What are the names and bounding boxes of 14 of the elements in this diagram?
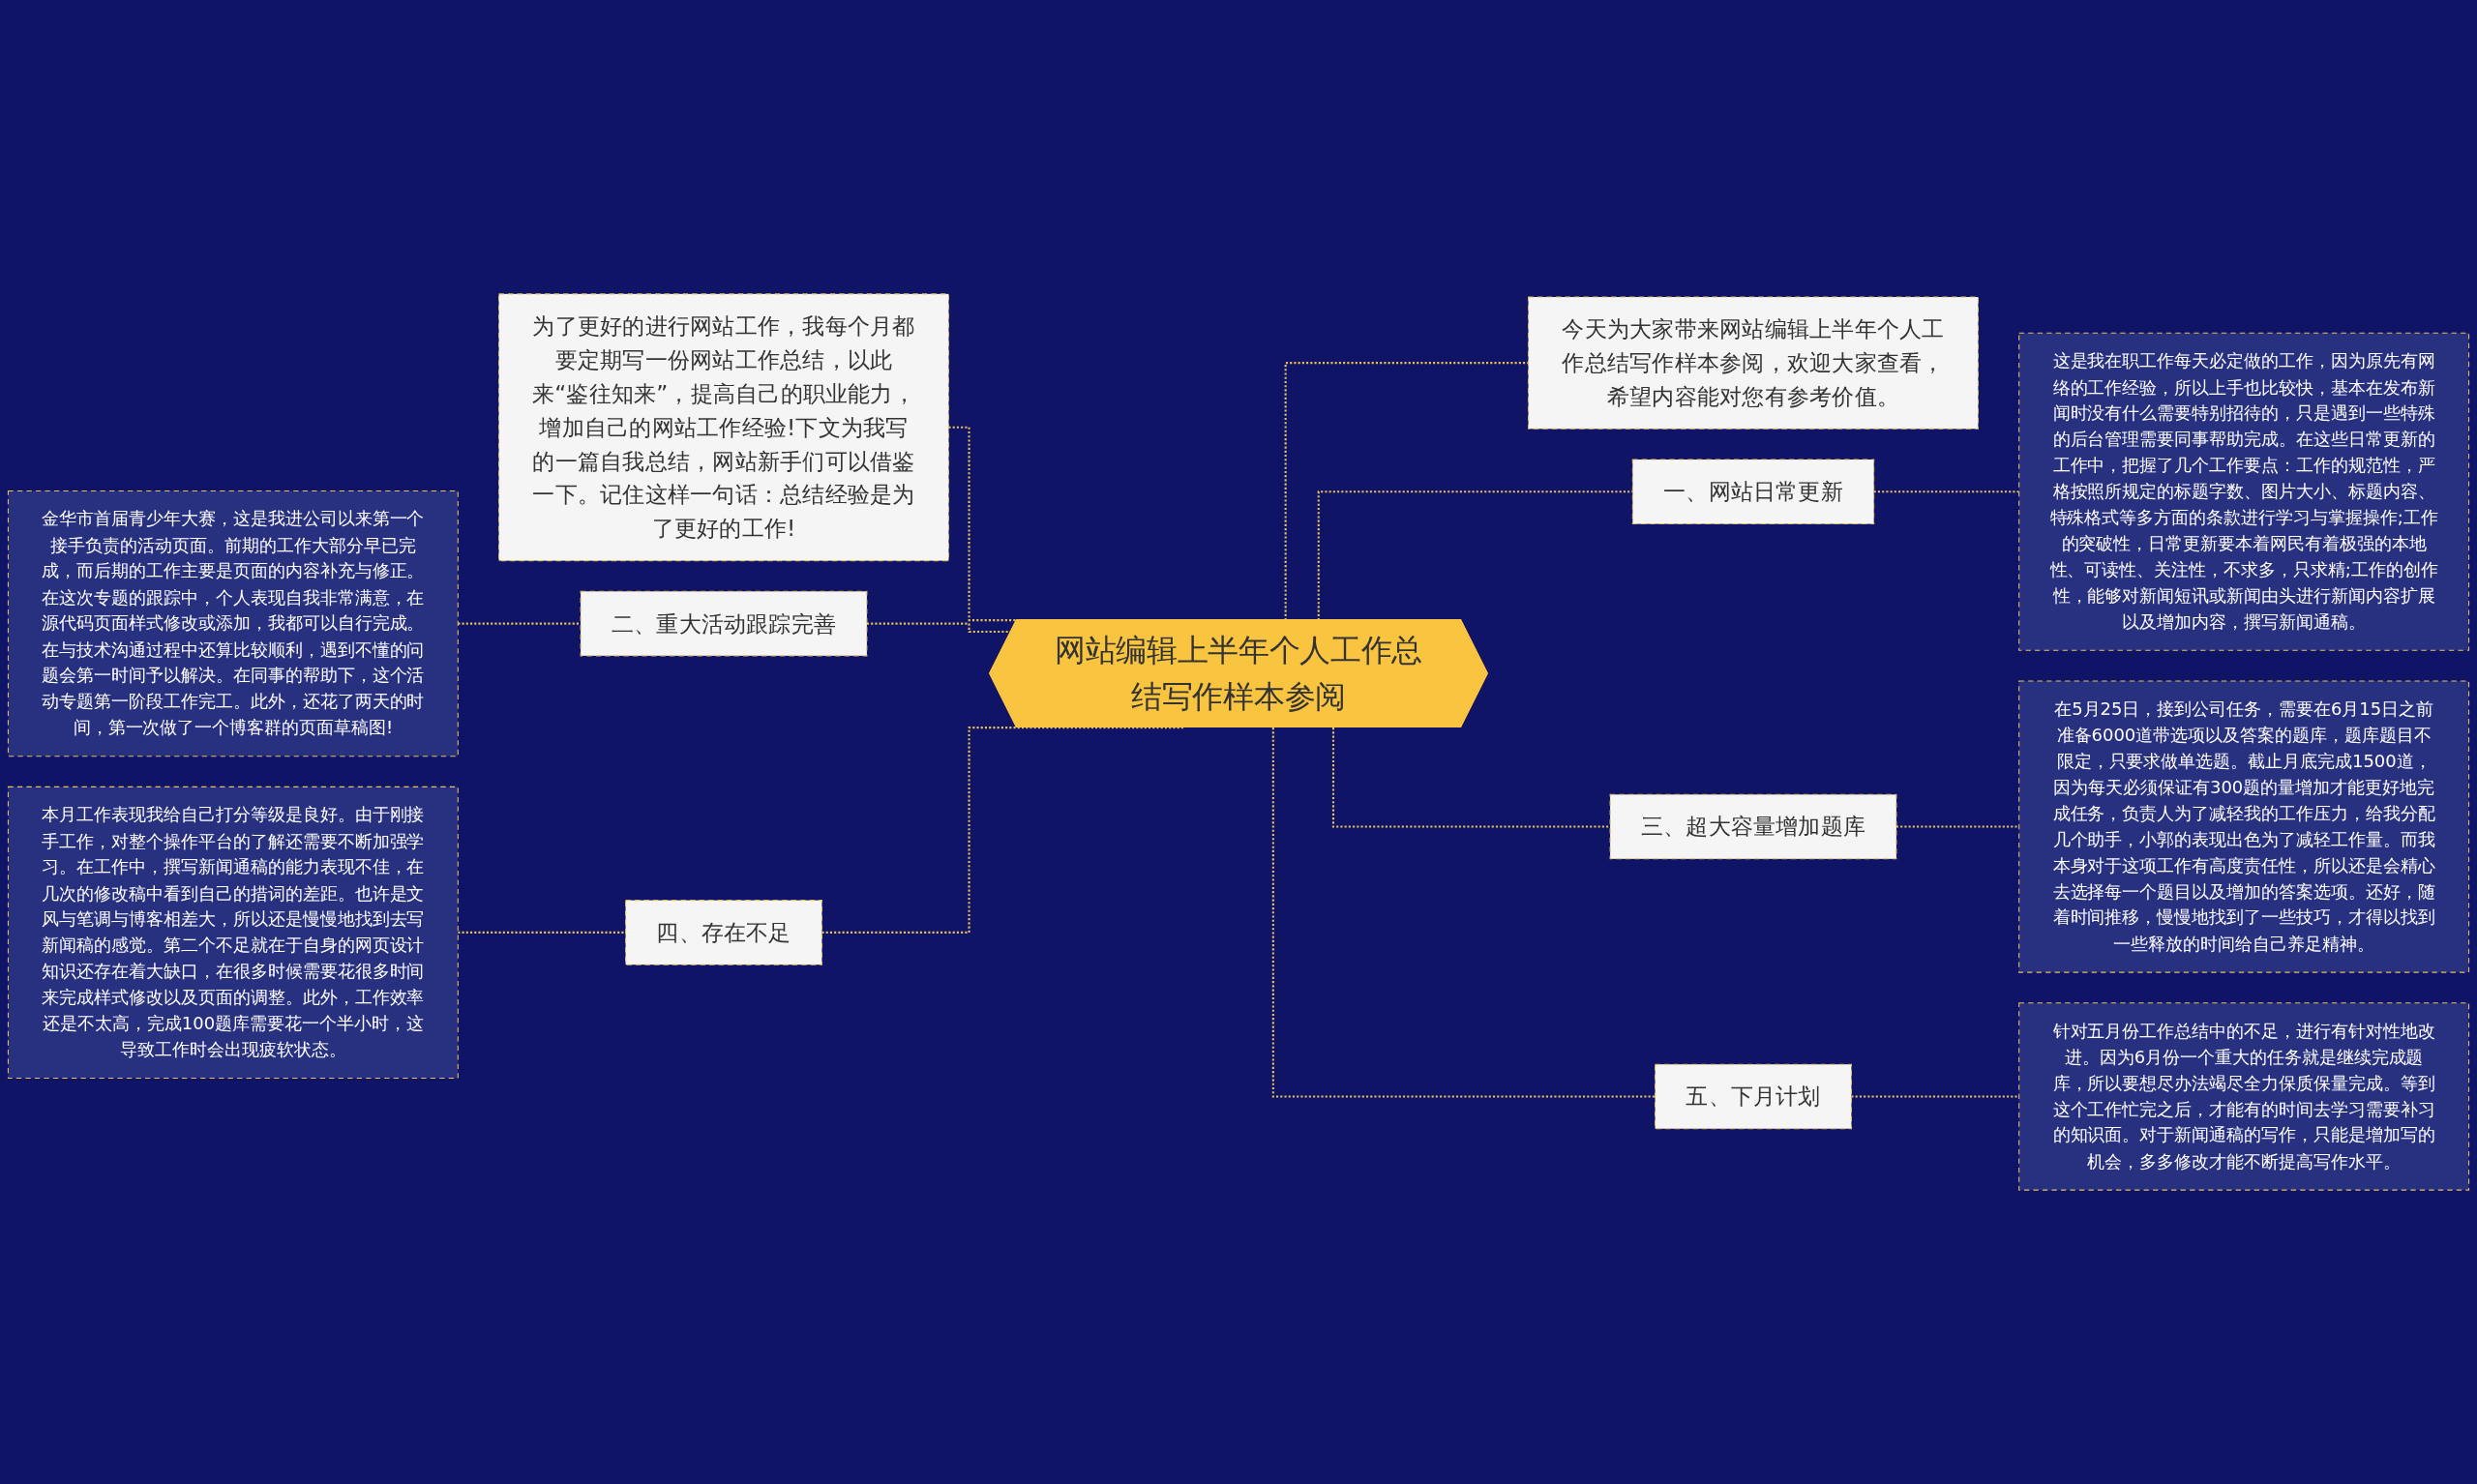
node-box: 这是我在职工作每天必定做的工作，因为原先有网络的工作经验，所以上手也比较快，基本在发布新闻时没有什么需要特别招待的，只是遇到一些特殊的后台管理需要同事帮助完成。在这些日常更新的工作中，把握了几个工作要点：工作的规范性，严格按照所规定的标题字数、图片大小、标题内容、特殊格式等多方面的条款进行学习与掌握操作;工作的突破性，日常更新要本着网民有着极强的本地性、可读性、关注性，不求多，只求精;工作的创作性，能够对新闻短讯或新闻由头进行新闻内容扩展以及增加内容，撰写新闻通稿。 [2018,332,2470,651]
node-box: 四、存在不足 [625,900,822,965]
node-box: 五、下月计划 [1655,1063,1852,1130]
node-box: 针对五月份工作总结中的不足，进行有针对性地改进。因为6月份一个重大的任务就是继续完成题库，所以要想尽办法竭尽全力保质保量完成。等到这个工作忙完之后，才能有的时间去学习需要补习的知识面。对于新闻通稿的写作，只能是增加写的机会，多多修改才能不断提高写作水平。 [2018,1002,2470,1191]
connector [1331,727,1611,828]
node-box: 本月工作表现我给自己打分等级是良好。由于刚接手工作，对整个操作平台的了解还需要不断加强学习。在工作中，撰写新闻通稿的能力表现不佳，在几次的修改稿中看到自己的措词的差距。也许是文风与笔调与博客相差大，所以还是慢慢地找到去写新闻稿的感觉。第二个不足就在于自身的网页设计知识还存在着大缺口，在很多时候需要花很多时间来完成样式修改以及页面的调整。此外，工作效率还是不太高，完成100题库需要花一个半小时，这导致工作时会出现疲软状态。 [7,786,459,1079]
node-box: 今天为大家带来网站编辑上半年个人工作总结写作样本参阅，欢迎大家查看，希望内容能对您有参考价值。 [1528,296,1979,430]
node-box: 为了更好的进行网站工作，我每个月都要定期写一份网站工作总结，以此来“鉴往知来”，提高自己的职业能力，增加自己的网站工作经验!下文为我写的一篇自我总结，网站新手们可以借鉴一下。记住这样一句话：总结经验是为了更好的工作! [498,293,949,562]
node-box: 二、重大活动跟踪完善 [580,590,868,657]
node-box: 一、网站日常更新 [1631,459,1875,525]
node-box: 在5月25日，接到公司任务，需要在6月15日之前准备6000道带选项以及答案的题库，题库题目不限定，只要求做单选题。截止月底完成1500道，因为每天必须保证有300题的量增加才能更好地完成任务，负责人为了减轻我的工作压力，给我分配几个助手，小郭的表现出色为了减轻工作量。而我本身对于这项工作有高度责任性，所以还是会精心去选择每一个题目以及增加的答案选项。还好，随着时间推移，慢慢地找到了一些技巧，才得以找到一些释放的时间给自己养足精神。 [2018,680,2470,973]
node-box: 金华市首届青少年大赛，这是我进公司以来第一个接手负责的活动页面。前期的工作大部分早已完成，而后期的工作主要是页面的内容补充与修正。在这次专题的跟踪中，个人表现自我非常满意，在源代码页面样式修改或添加，我都可以自行完成。在与技术沟通过程中还算比较顺利，遇到不懂的问题会第一时间予以解决。在同事的帮助下，这个活动专题第一阶段工作完工。此外，还花了两天的时间，第一次做了一个博客群的页面草稿图! [7,490,459,757]
node-box: 三、超大容量增加题库 [1609,793,1897,860]
connector [1271,727,1656,1098]
